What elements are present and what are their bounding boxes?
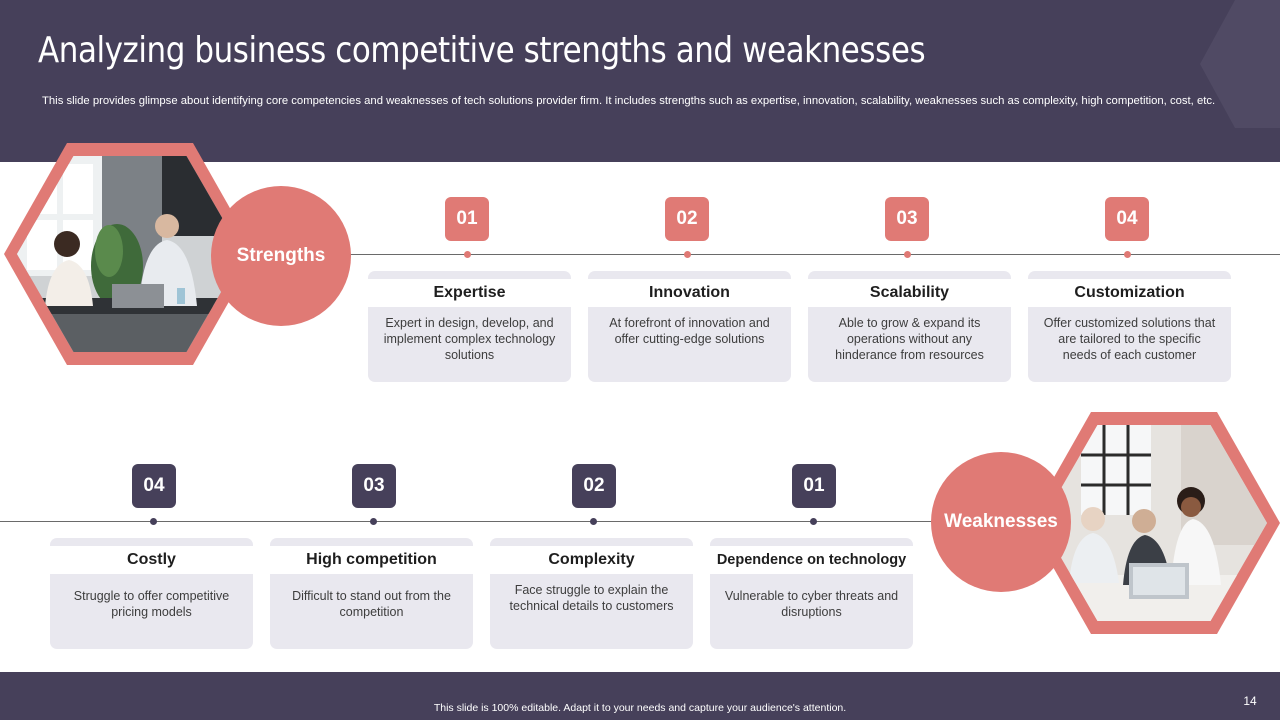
strengths-timeline-line bbox=[350, 254, 1280, 255]
strength-card-description: Expert in design, develop, and implement… bbox=[383, 316, 556, 362]
weakness-number-1: 01 bbox=[792, 464, 836, 508]
page-number: 14 bbox=[1243, 694, 1257, 708]
weakness-card-title: Costly bbox=[50, 546, 253, 574]
header-banner: Analyzing business competitive strengths… bbox=[0, 0, 1280, 162]
strength-card-expertise: Expertise Expert in design, develop, and… bbox=[368, 271, 571, 382]
weakness-timeline-dot-1 bbox=[810, 518, 817, 525]
strengths-label-circle: Strengths bbox=[211, 186, 351, 326]
strength-card-innovation: Innovation At forefront of innovation an… bbox=[588, 271, 791, 382]
weakness-card-title: Dependence on technology bbox=[710, 546, 913, 574]
strengths-photo-hexagon bbox=[4, 143, 256, 365]
strength-number-1: 01 bbox=[445, 197, 489, 241]
header-hexagon-decoration bbox=[1200, 0, 1280, 128]
weakness-card-costly: Costly Struggle to offer competitive pri… bbox=[50, 538, 253, 649]
weakness-card-title: Complexity bbox=[490, 546, 693, 574]
strength-card-description: Offer customized solutions that are tail… bbox=[1043, 316, 1216, 362]
strength-timeline-dot-1 bbox=[464, 251, 471, 258]
strength-card-customization: Customization Offer customized solutions… bbox=[1028, 271, 1231, 382]
weakness-number-4: 04 bbox=[132, 464, 176, 508]
footer-bar: This slide is 100% editable. Adapt it to… bbox=[0, 672, 1280, 720]
strength-card-title: Scalability bbox=[808, 279, 1011, 307]
slide-title: Analyzing business competitive strengths… bbox=[38, 30, 926, 71]
strength-card-description: Able to grow & expand its operations wit… bbox=[835, 316, 984, 362]
weakness-timeline-dot-3 bbox=[370, 518, 377, 525]
strength-card-title: Expertise bbox=[368, 279, 571, 307]
weakness-number-2: 02 bbox=[572, 464, 616, 508]
strength-number-2: 02 bbox=[665, 197, 709, 241]
weakness-timeline-dot-4 bbox=[150, 518, 157, 525]
weakness-card-description: Struggle to offer competitive pricing mo… bbox=[73, 589, 230, 619]
team-laptop-photo bbox=[1041, 425, 1267, 621]
weakness-card-description: Vulnerable to cyber threats and disrupti… bbox=[724, 589, 899, 619]
strength-card-title: Innovation bbox=[588, 279, 791, 307]
strength-number-4: 04 bbox=[1105, 197, 1149, 241]
office-meeting-photo bbox=[17, 156, 243, 352]
footer-note: This slide is 100% editable. Adapt it to… bbox=[433, 702, 847, 714]
slide-subtitle: This slide provides glimpse about identi… bbox=[42, 95, 1216, 107]
strength-timeline-dot-3 bbox=[904, 251, 911, 258]
strength-number-3: 03 bbox=[885, 197, 929, 241]
weakness-card-description: Face struggle to explain the technical d… bbox=[509, 583, 674, 613]
strengths-photo-frame bbox=[17, 156, 243, 352]
weaknesses-photo-frame bbox=[1041, 425, 1267, 621]
weakness-card-title: High competition bbox=[270, 546, 473, 574]
weakness-card-description: Difficult to stand out from the competit… bbox=[292, 589, 451, 619]
strength-timeline-dot-4 bbox=[1124, 251, 1131, 258]
weakness-card-complexity: Complexity Face struggle to explain the … bbox=[490, 538, 693, 649]
strength-card-title: Customization bbox=[1028, 279, 1231, 307]
strength-timeline-dot-2 bbox=[684, 251, 691, 258]
strength-card-description: At forefront of innovation and offer cut… bbox=[609, 316, 770, 346]
weakness-timeline-dot-2 bbox=[590, 518, 597, 525]
weaknesses-timeline-line bbox=[0, 521, 932, 522]
weakness-card-dependence-on-technology: Dependence on technology Vulnerable to c… bbox=[710, 538, 913, 649]
strength-card-scalability: Scalability Able to grow & expand its op… bbox=[808, 271, 1011, 382]
weaknesses-label-circle: Weaknesses bbox=[931, 452, 1071, 592]
weakness-card-high-competition: High competition Difficult to stand out … bbox=[270, 538, 473, 649]
weakness-number-3: 03 bbox=[352, 464, 396, 508]
